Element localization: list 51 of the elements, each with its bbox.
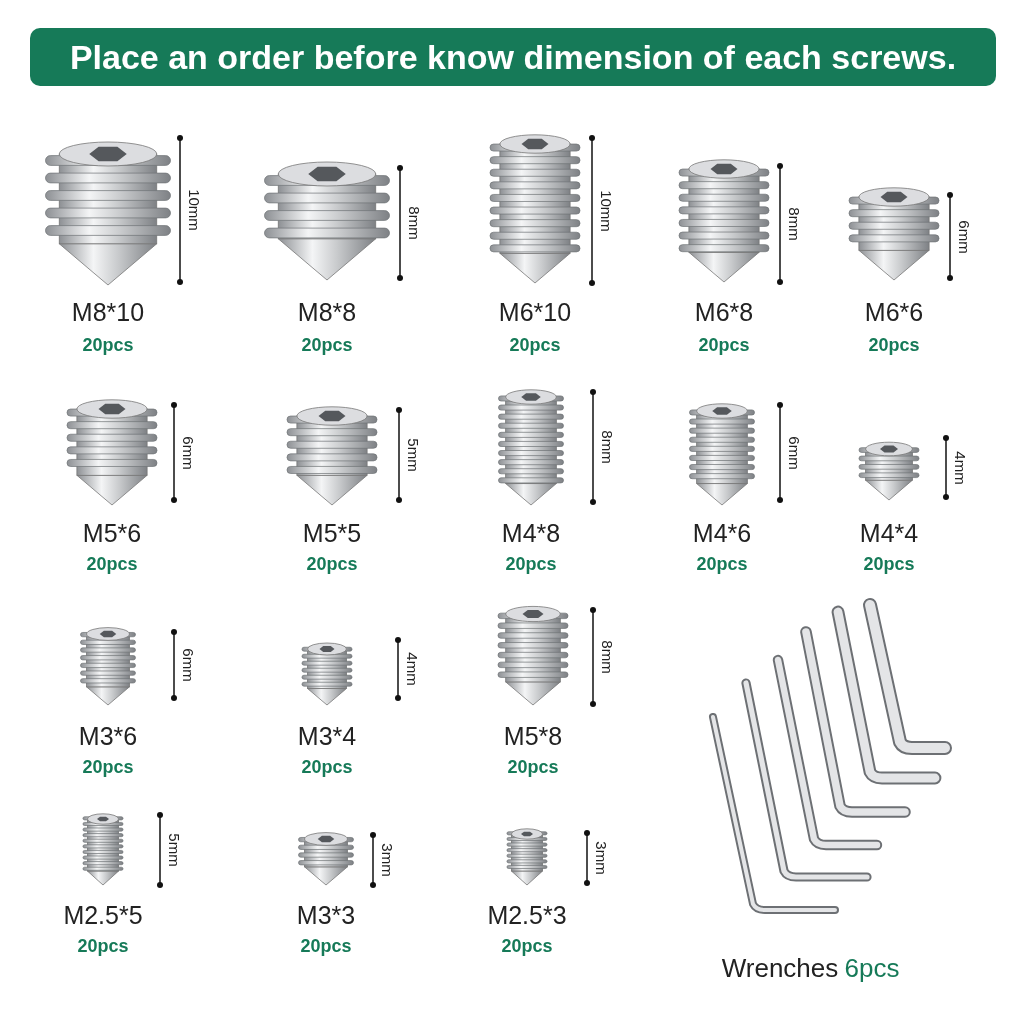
quantity-label: 20pcs — [509, 334, 561, 356]
quantity-label: 20pcs — [306, 553, 358, 575]
dimension-label: 6mm — [180, 648, 197, 682]
dimension-label: 5mm — [405, 438, 422, 472]
size-label: M6*8 — [694, 297, 754, 327]
size-label: M3*6 — [78, 721, 138, 751]
dimension-label: 10mm — [598, 189, 615, 232]
size-label: M6*6 — [864, 297, 924, 327]
size-label: M2.5*5 — [63, 900, 143, 930]
quantity-label: 20pcs — [501, 935, 553, 957]
dimension-label: 4mm — [952, 450, 969, 485]
quantity-label: 20pcs — [863, 553, 915, 575]
quantity-label: 20pcs — [507, 756, 559, 778]
quantity-label: 20pcs — [696, 553, 748, 575]
size-label: M8*8 — [297, 297, 357, 327]
size-label: M4*6 — [692, 518, 752, 548]
dimension-label: 6mm — [180, 435, 197, 470]
size-label: M5*5 — [302, 518, 362, 548]
size-label: M3*4 — [297, 721, 357, 751]
dimension-label: 8mm — [406, 206, 423, 240]
dimension-label: 10mm — [186, 189, 203, 231]
dimension-label: 5mm — [166, 833, 183, 867]
caption-text: Wrenches — [721, 952, 839, 984]
quantity-label: 20pcs — [698, 334, 750, 356]
size-label: M5*6 — [82, 518, 142, 548]
size-label: M6*10 — [498, 297, 572, 327]
dimension-label: 6mm — [956, 219, 973, 254]
quantity-label: 20pcs — [82, 756, 134, 778]
size-label: M4*8 — [501, 518, 561, 548]
quantity-label: 20pcs — [505, 553, 557, 575]
quantity-label: 20pcs — [301, 334, 353, 356]
quantity-label: 20pcs — [86, 553, 138, 575]
quantity-label: 20pcs — [300, 935, 352, 957]
dimension-label: 3mm — [593, 841, 610, 875]
size-label: M2.5*3 — [487, 900, 567, 930]
dimension-label: 6mm — [786, 435, 803, 470]
dimension-label: 3mm — [379, 843, 396, 877]
size-label: M4*4 — [859, 518, 919, 548]
quantity-label: 20pcs — [868, 334, 920, 356]
title-banner: Place an order before know dimension of each screws. — [30, 28, 996, 86]
dimension-label: 8mm — [599, 640, 616, 674]
dimension-label: 4mm — [404, 652, 421, 686]
quantity-label: 6pcs — [844, 952, 900, 984]
quantity-label: 20pcs — [301, 756, 353, 778]
quantity-label: 20pcs — [82, 334, 134, 356]
size-label: M8*10 — [71, 297, 145, 327]
size-label: M3*3 — [296, 900, 356, 930]
quantity-label: 20pcs — [77, 935, 129, 957]
size-label: M5*8 — [503, 721, 563, 751]
dimension-label: 8mm — [786, 207, 803, 241]
dimension-label: 8mm — [599, 430, 616, 464]
